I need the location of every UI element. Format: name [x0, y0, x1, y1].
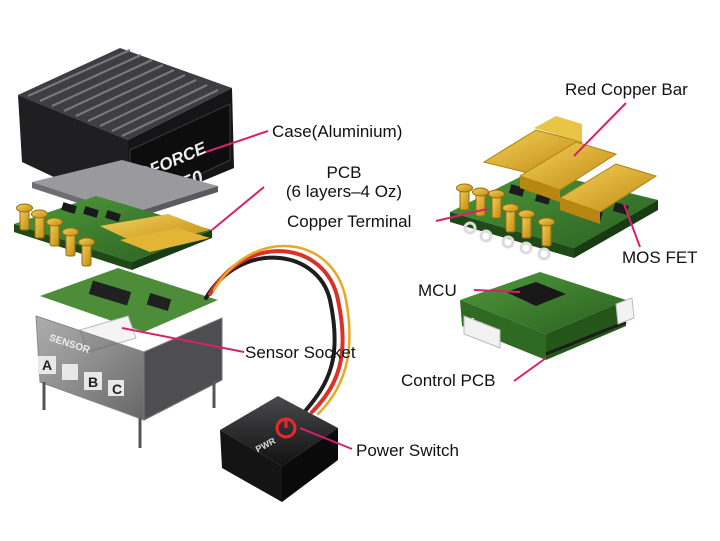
control-pcb	[460, 272, 635, 360]
label-mcu: MCU	[418, 281, 457, 300]
leader-lines	[121, 102, 641, 450]
assembled-esc-body: SENSOR A B C	[35, 268, 223, 448]
red-copper-bars	[482, 116, 658, 224]
label-mos-fet: MOS FET	[622, 248, 698, 267]
label-control-pcb: Control PCB	[401, 371, 496, 390]
label-pcb-line1: PCB	[326, 163, 362, 182]
label-pcb: PCB (6 layers–4 Oz)	[264, 163, 424, 201]
copper-terminals-right	[456, 183, 555, 247]
sensor-wires	[204, 244, 351, 416]
mcu-chip	[506, 282, 566, 306]
phase-a-label: A	[42, 357, 52, 373]
label-power-switch: Power Switch	[356, 441, 459, 460]
power-switch-device: PWR	[220, 396, 338, 502]
label-sensor-socket: Sensor Socket	[245, 343, 356, 362]
label-red-copper-bar: Red Copper Bar	[565, 80, 688, 99]
label-copper-terminal: Copper Terminal	[287, 212, 412, 231]
phase-c-label: C	[112, 381, 122, 397]
label-case: Case(Aluminium)	[272, 122, 403, 141]
phase-b-label: B	[88, 374, 98, 390]
label-pcb-line2: (6 layers–4 Oz)	[285, 182, 403, 201]
copper-terminals-left	[16, 203, 95, 267]
